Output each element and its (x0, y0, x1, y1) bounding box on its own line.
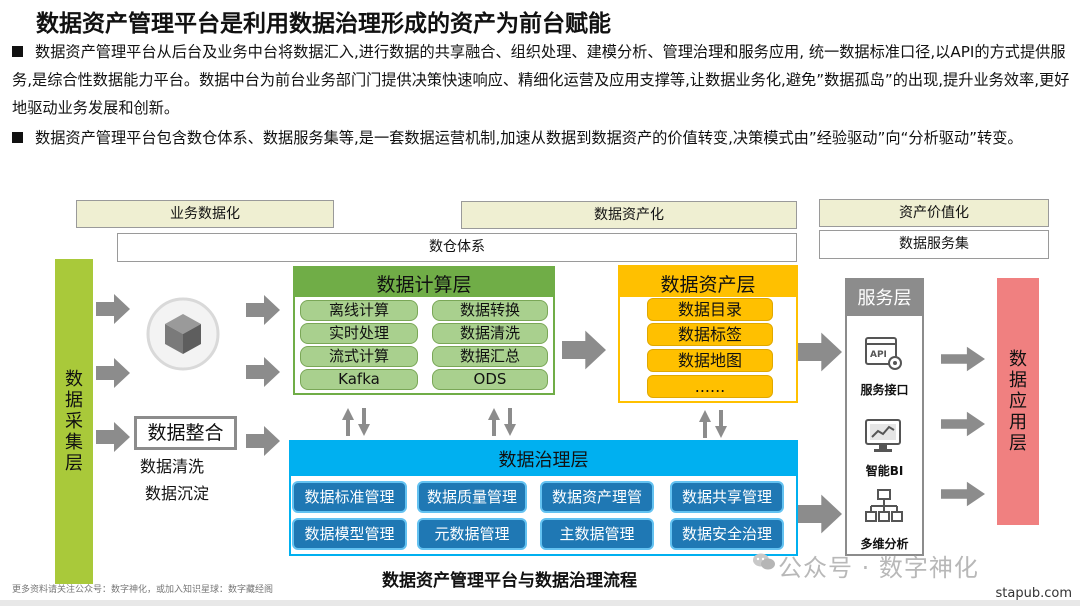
up-down-arrows-icon (338, 406, 374, 438)
application-char: 数 (1009, 349, 1027, 370)
collection-layer: 数 据 采 集 层 (55, 259, 93, 584)
asset-item: 数据地图 (647, 349, 773, 372)
service-item-label: 服务接口 (860, 383, 909, 397)
arrow-right-icon (941, 478, 985, 510)
governance-item: 数据标准管理 (292, 481, 407, 513)
data-cube-icon (145, 296, 221, 372)
arrow-right-icon (246, 293, 280, 327)
paragraph-1-text: 数据资产管理平台从后台及业务中台将数据汇入,进行数据的共享融合、组织处理、建模分… (12, 43, 1070, 117)
footnote: 更多资料请关注公众号：数字神化，或加入知识星球：数字藏经阁 (12, 585, 274, 595)
bullet-square-icon (12, 46, 23, 57)
up-down-arrows-icon (695, 408, 731, 440)
arrow-right-icon (941, 343, 985, 375)
service-layer-title: 服务层 (857, 288, 912, 309)
arrow-right-icon (96, 356, 130, 390)
application-char: 用 (1009, 412, 1027, 433)
asset-item: ...... (647, 375, 773, 398)
arrow-right-icon (96, 420, 130, 454)
arrow-right-icon (797, 492, 843, 536)
governance-item: 数据安全治理 (670, 518, 784, 550)
service-layer-header (845, 278, 924, 314)
compute-item: 流式计算 (300, 346, 418, 367)
compute-item: 数据转换 (432, 300, 548, 321)
governance-item: 数据资产理管 (540, 481, 654, 513)
compute-layer-title: 数据计算层 (376, 274, 472, 296)
arrow-right-icon (246, 355, 280, 389)
governance-layer-header (289, 440, 798, 474)
multidimensional-network-icon (864, 488, 904, 524)
diagram-caption: 数据资产管理平台与数据治理流程 (382, 571, 637, 591)
arrow-right-icon (246, 424, 280, 458)
asset-item: 数据目录 (647, 298, 773, 321)
asset-item: 数据标签 (647, 323, 773, 346)
wechat-icon (752, 551, 776, 573)
compute-item: Kafka (300, 369, 418, 390)
compute-item: ODS (432, 369, 548, 390)
site-watermark: stapub.com (995, 586, 1072, 601)
governance-item: 数据共享管理 (670, 481, 784, 513)
governance-item: 数据模型管理 (292, 518, 407, 550)
api-gear-icon: API (864, 336, 904, 372)
paragraph-2: 数据资产管理平台包含数仓体系、数据服务集等,是一套数据运营机制,加速从数据到数据… (12, 124, 1072, 152)
application-char: 据 (1009, 370, 1027, 391)
band-asset: 数据资产化 (461, 201, 797, 229)
band-value: 资产价值化 (819, 199, 1049, 227)
collection-char: 集 (65, 432, 83, 453)
compute-layer-header (293, 266, 555, 295)
integration-item: 数据沉淀 (145, 484, 210, 503)
asset-layer-header (618, 265, 798, 295)
arrow-right-icon (941, 408, 985, 440)
bullet-square-icon (12, 132, 23, 143)
watermark-text: 公众号 · 数字神化 (778, 554, 979, 582)
arrow-right-icon (562, 328, 606, 372)
compute-item: 数据清洗 (432, 323, 548, 344)
band-service-set: 数据服务集 (819, 230, 1049, 259)
service-item-label: 多维分析 (860, 537, 909, 551)
compute-item: 离线计算 (300, 300, 418, 321)
up-down-arrows-icon (484, 406, 520, 438)
svg-text:API: API (870, 350, 887, 360)
data-integration-box: 数据整合 (134, 416, 237, 450)
collection-char: 据 (65, 390, 83, 411)
compute-item: 实时处理 (300, 323, 418, 344)
governance-item: 元数据管理 (417, 518, 527, 550)
collection-char: 数 (65, 369, 83, 390)
application-layer: 数 据 应 用 层 (997, 278, 1039, 525)
collection-char: 层 (65, 453, 83, 474)
band-warehouse: 数仓体系 (117, 233, 797, 262)
compute-item: 数据汇总 (432, 346, 548, 367)
arrow-right-icon (797, 330, 843, 374)
application-char: 层 (1009, 433, 1027, 454)
collection-char: 采 (65, 411, 83, 432)
paragraph-1: 数据资产管理平台从后台及业务中台将数据汇入,进行数据的共享融合、组织处理、建模分… (12, 38, 1072, 122)
application-char: 应 (1009, 391, 1027, 412)
arrow-right-icon (96, 292, 130, 326)
integration-item: 数据清洗 (140, 457, 205, 476)
asset-layer-title: 数据资产层 (660, 274, 756, 296)
page-title: 数据资产管理平台是利用数据治理形成的资产为前台赋能 (36, 11, 611, 37)
governance-layer-title: 数据治理层 (498, 450, 589, 471)
band-business: 业务数据化 (76, 200, 334, 228)
paragraph-2-text: 数据资产管理平台包含数仓体系、数据服务集等,是一套数据运营机制,加速从数据到数据… (35, 129, 1023, 147)
bottom-strip (0, 600, 1080, 606)
governance-item: 主数据管理 (540, 518, 654, 550)
governance-item: 数据质量管理 (417, 481, 527, 513)
service-item-label: 智能BI (865, 464, 904, 478)
bi-monitor-icon (864, 418, 904, 454)
